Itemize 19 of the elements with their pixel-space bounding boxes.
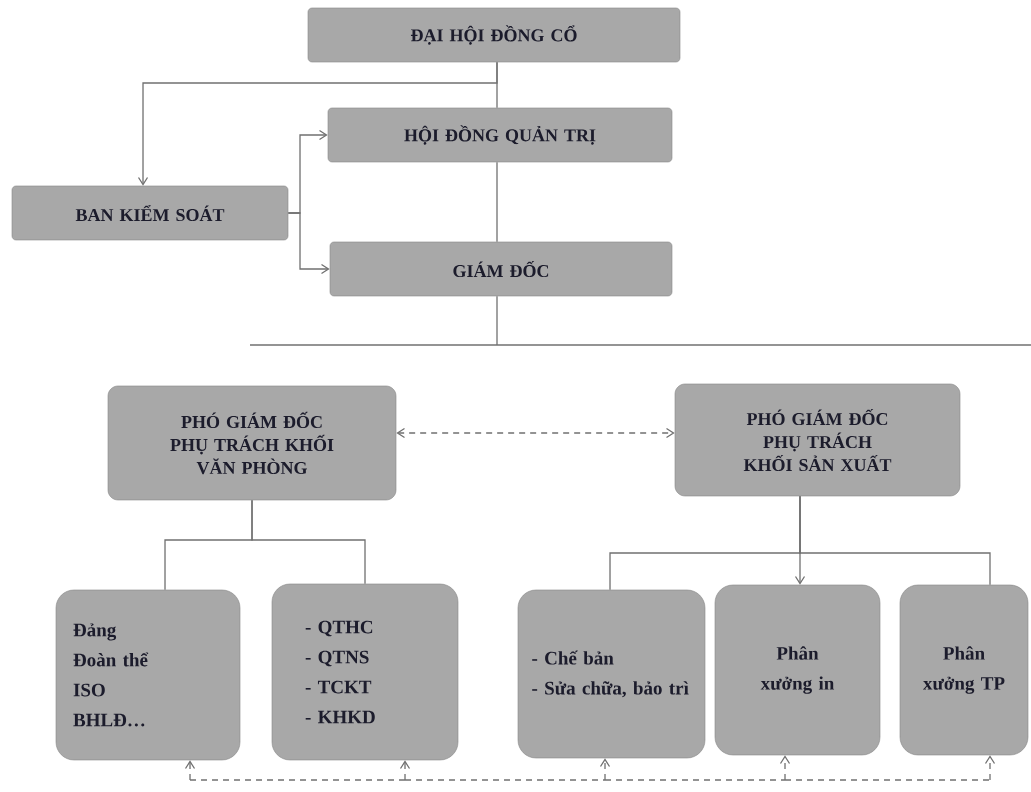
connector-line — [251, 499, 366, 585]
org-box: PHÓ GIÁM ĐỐC PHỤ TRÁCH KHỐI SẢN XUẤT — [674, 383, 961, 497]
org-box: Phân xưởng TP — [899, 584, 1029, 756]
dashed-arrow — [396, 427, 675, 439]
org-box: - QTHC - QTNS - TCKT - KHKD — [271, 583, 459, 761]
org-box: ĐẠI HỘI ĐỒNG CỔ — [307, 7, 681, 63]
org-box: PHÓ GIÁM ĐỐC PHỤ TRÁCH KHỐI VĂN PHÒNG — [107, 385, 397, 501]
arrow — [287, 212, 330, 275]
dashed-arrow — [184, 755, 996, 781]
org-box: BAN KIỂM SOÁT — [11, 185, 289, 241]
org-box: HỘI ĐỒNG QUẢN TRỊ — [327, 107, 673, 163]
connector-line — [799, 495, 991, 586]
arrow — [137, 61, 498, 186]
org-box: GIÁM ĐỐC — [329, 241, 673, 297]
connector-line — [496, 295, 498, 346]
org-box: Phân xưởng in — [714, 584, 881, 756]
connector-line — [496, 161, 498, 243]
org-box: Đảng Đoàn thể ISO BHLĐ… — [55, 589, 241, 761]
org-box: - Chế bản - Sửa chữa, bảo trì — [517, 589, 706, 759]
